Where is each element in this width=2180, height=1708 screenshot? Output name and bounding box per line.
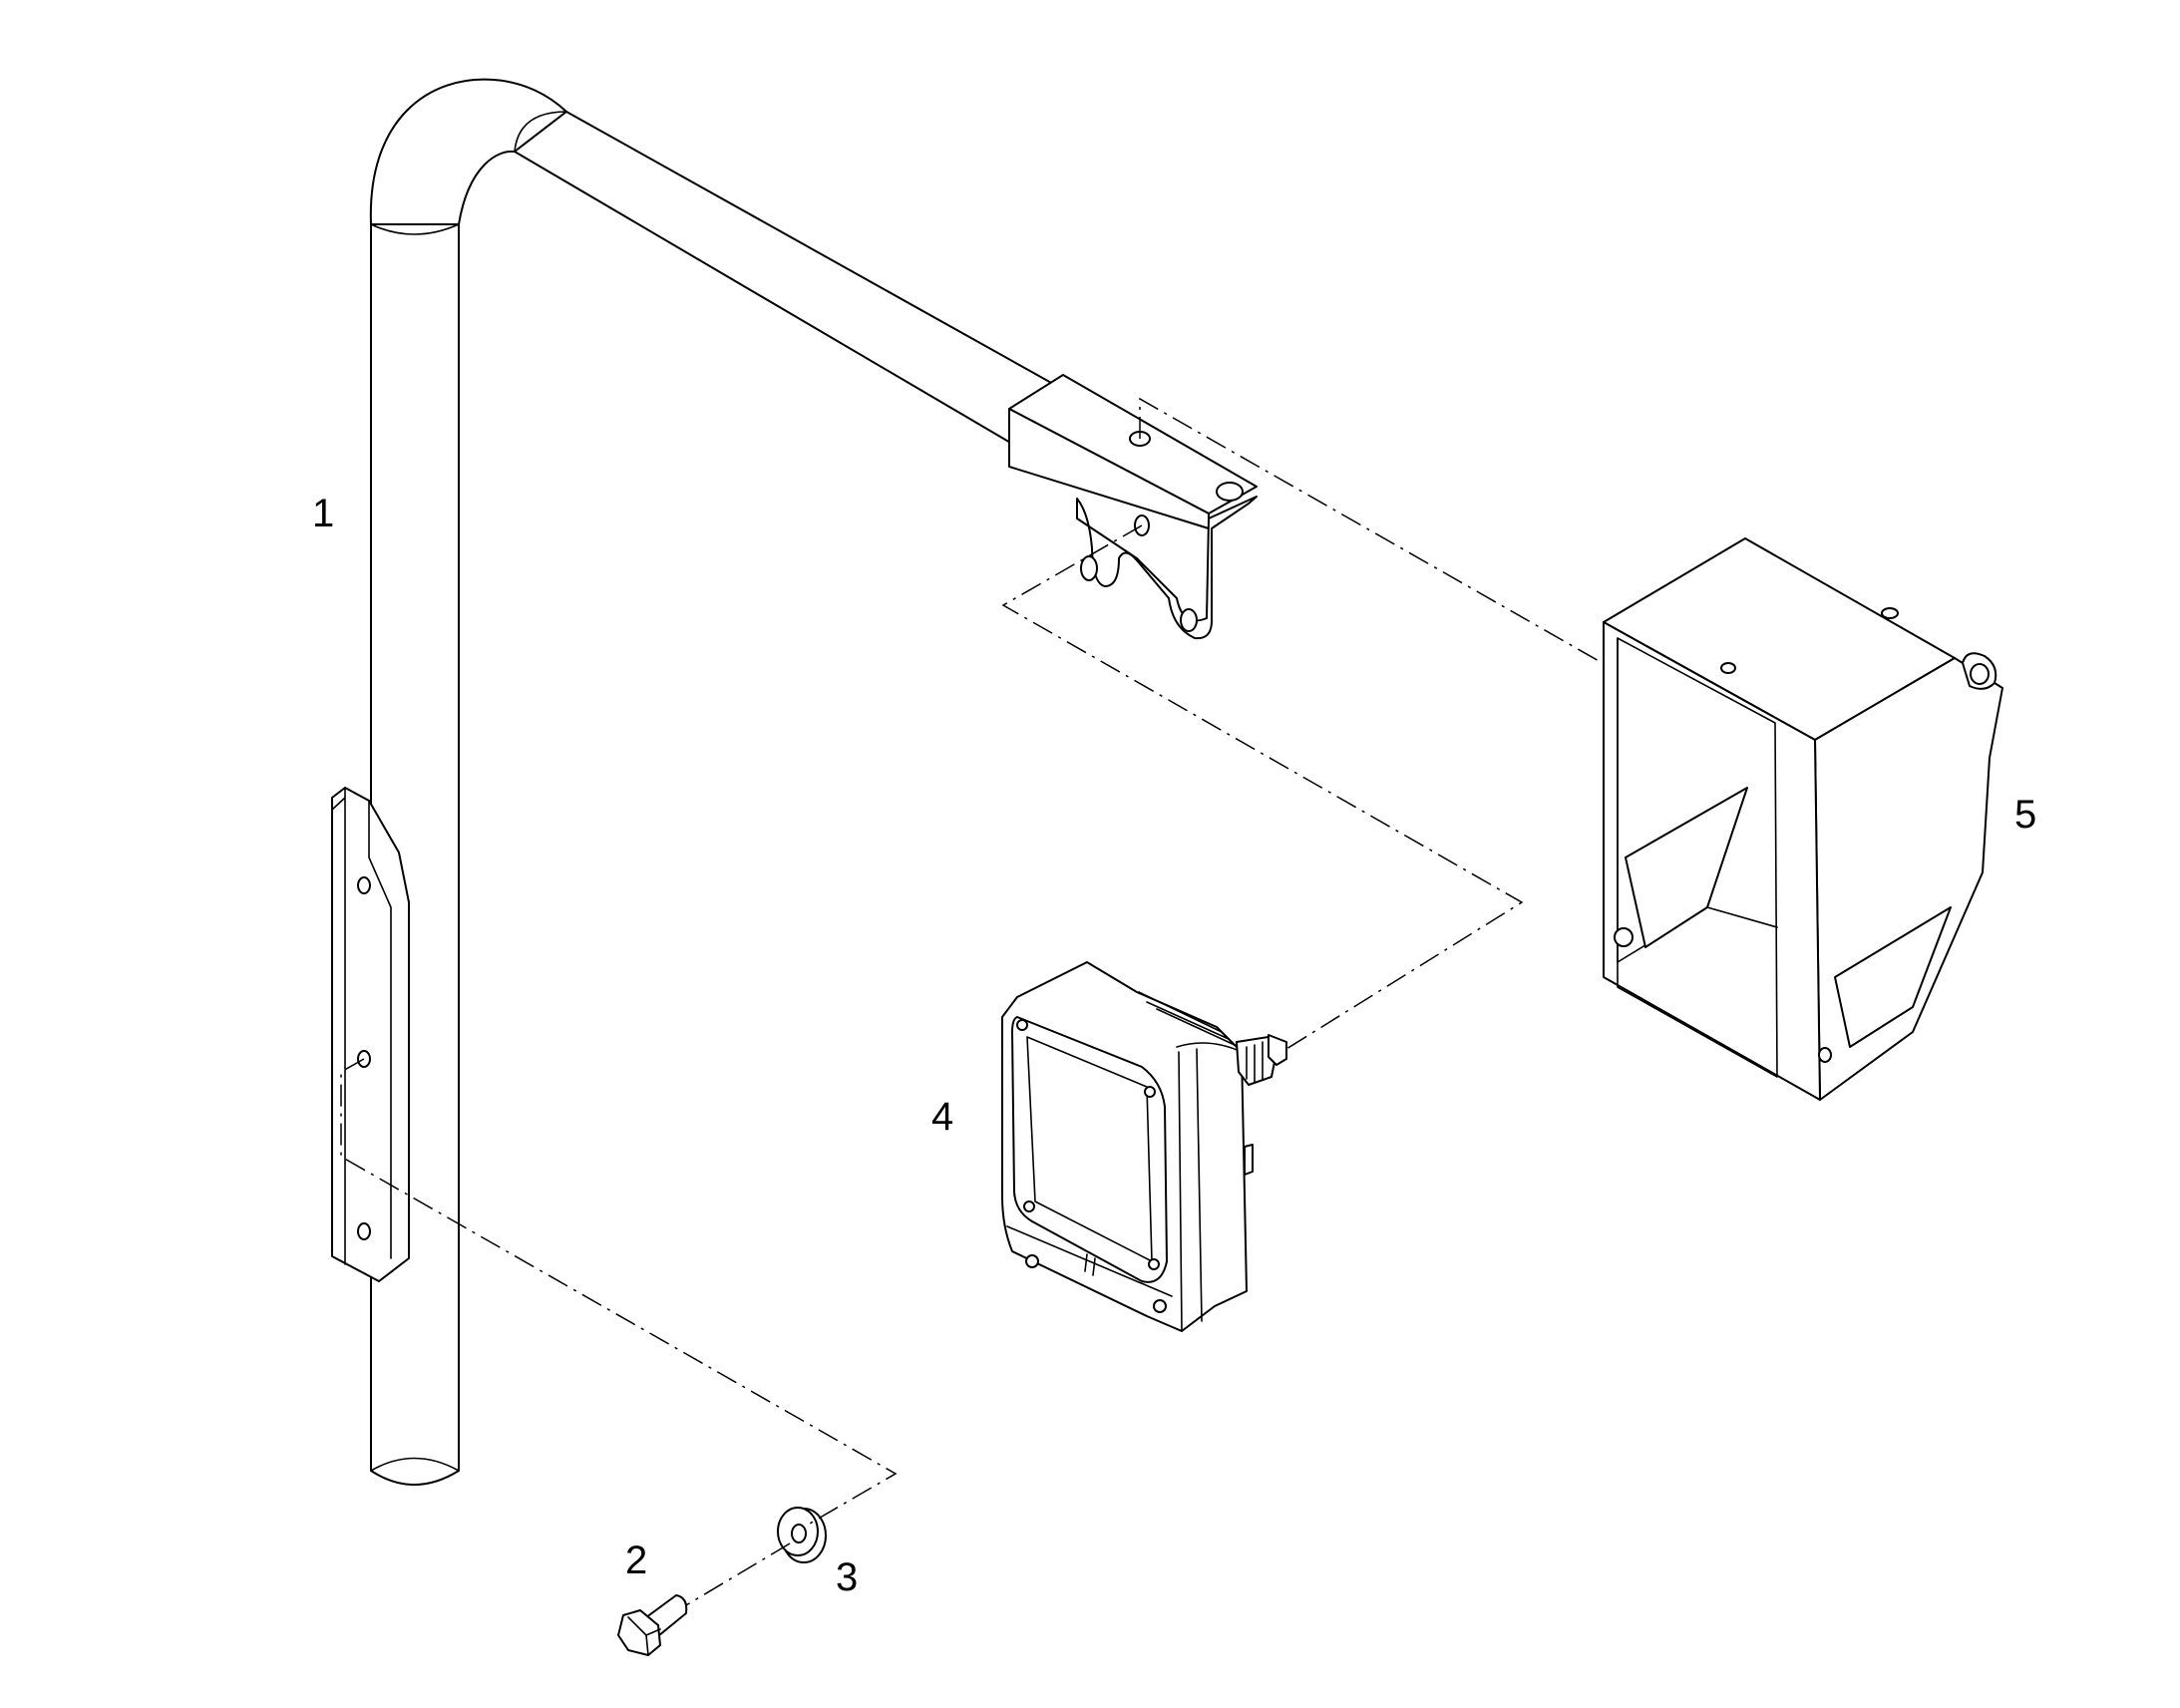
lamp-body-side bbox=[1176, 1042, 1243, 1332]
part-2-bolt bbox=[617, 1594, 688, 1656]
bracket-hole-tab-left bbox=[1080, 555, 1098, 581]
tube-elbow bbox=[369, 78, 567, 225]
leader-bracket-to-housing bbox=[1139, 397, 1602, 663]
leader-plate-to-washer bbox=[340, 1058, 898, 1525]
callouts: 1 2 3 4 5 bbox=[312, 492, 2036, 1599]
bracket-hanging-tab bbox=[1076, 496, 1258, 640]
leader-bracket-to-lamp bbox=[1001, 524, 1524, 1050]
clamp-plate-face bbox=[331, 787, 410, 1282]
part-1-tube-frame bbox=[331, 78, 1063, 1486]
callout-1: 1 bbox=[312, 492, 334, 535]
part-4-work-lamp bbox=[1001, 961, 1287, 1332]
housing-cutout-lower bbox=[1834, 906, 1952, 1048]
clamp-plate bbox=[331, 787, 410, 1282]
housing-right-side bbox=[1814, 657, 2003, 1101]
clamp-plate-hole-bottom bbox=[357, 1222, 371, 1240]
bolt-head-facets bbox=[627, 1616, 661, 1656]
tube-arm bbox=[514, 111, 1063, 445]
part-3-washer bbox=[777, 1507, 827, 1563]
tube-bottom-end bbox=[370, 1457, 460, 1472]
lamp-stud-thread bbox=[1246, 1041, 1264, 1083]
clamp-plate-hole-top bbox=[357, 876, 371, 894]
washer-hole bbox=[791, 1524, 807, 1543]
callout-3: 3 bbox=[836, 1555, 858, 1599]
clamp-plate-edge bbox=[331, 787, 346, 1265]
housing-fastener-right bbox=[1818, 1047, 1832, 1063]
housing-fastener-top bbox=[1720, 662, 1736, 674]
housing-knob-center bbox=[1970, 663, 1990, 685]
lamp-bezel-screw-right bbox=[1153, 1299, 1167, 1313]
tube-elbow-seam-lower bbox=[370, 223, 460, 235]
callout-2: 2 bbox=[625, 1538, 647, 1582]
lamp-screw-top-right bbox=[1144, 1086, 1156, 1098]
lamp-screw-bottom-right bbox=[1148, 1258, 1160, 1270]
lamp-rear-fins bbox=[1138, 991, 1236, 1046]
mounting-bracket bbox=[1008, 374, 1258, 640]
lamp-side-connector bbox=[1244, 1144, 1254, 1176]
leader-washer-to-bolt bbox=[685, 1542, 791, 1606]
bracket-hole-top-b bbox=[1216, 482, 1244, 502]
lamp-stud-nut bbox=[1268, 1034, 1287, 1066]
housing-cutout-upper bbox=[1625, 787, 1748, 948]
part-5-box-housing bbox=[1603, 537, 2003, 1101]
lamp-screw-bottom-left bbox=[1023, 1200, 1035, 1212]
lamp-screw-top-left bbox=[1016, 1019, 1028, 1031]
lamp-lens-frame bbox=[1011, 1016, 1168, 1283]
callout-4: 4 bbox=[931, 1095, 953, 1139]
lamp-lower-bezel bbox=[1006, 1225, 1173, 1297]
callout-5: 5 bbox=[2014, 793, 2036, 837]
bracket-hole-tab-right bbox=[1180, 608, 1198, 632]
assembly-leader-lines bbox=[340, 397, 1602, 1606]
lamp-bezel-screw-left bbox=[1025, 1254, 1039, 1268]
housing-fastener-top-right bbox=[1881, 607, 1899, 619]
clamp-plate-side bbox=[368, 800, 392, 1259]
tube-elbow-seam-upper bbox=[514, 111, 567, 153]
housing-fastener-left bbox=[1614, 927, 1634, 947]
bolt-head bbox=[617, 1609, 661, 1656]
